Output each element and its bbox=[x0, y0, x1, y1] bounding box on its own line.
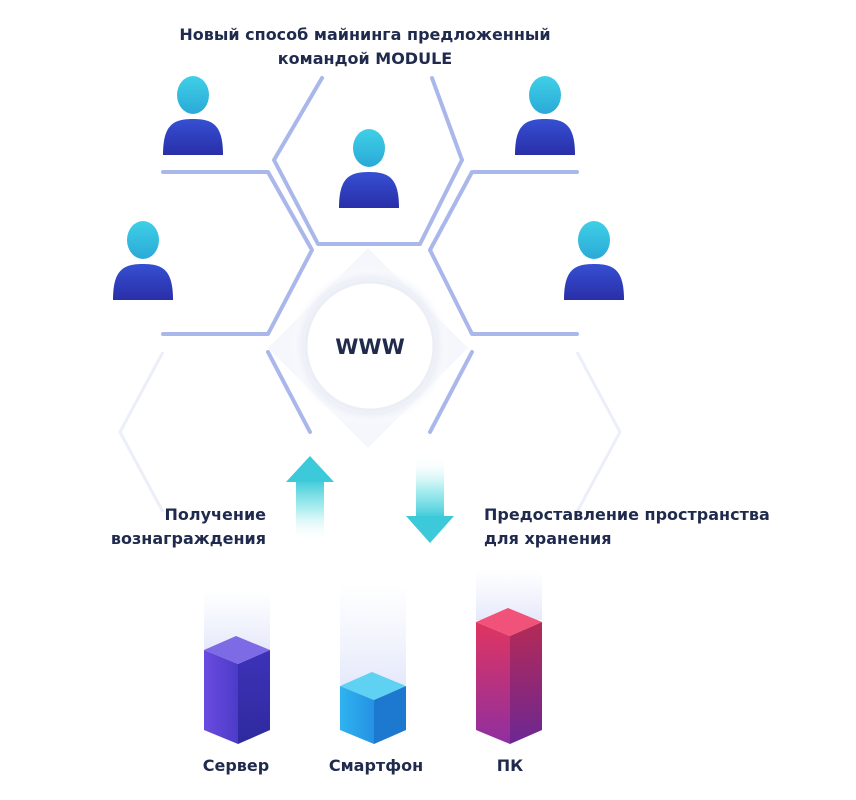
title-line-1: Новый способ майнинга предложенный bbox=[179, 25, 551, 44]
arrow-up-icon bbox=[286, 456, 334, 542]
smartphone-label: Смартфон bbox=[328, 756, 424, 775]
diagram-title: Новый способ майнинга предложенный коман… bbox=[150, 23, 580, 71]
arrow-down-icon bbox=[406, 456, 454, 543]
storage-caption: Предоставление пространства для хранения bbox=[484, 503, 804, 551]
reward-caption-line-2: вознаграждения bbox=[110, 529, 266, 548]
user-icon-top-left bbox=[163, 76, 223, 155]
reward-caption: Получение вознаграждения bbox=[96, 503, 266, 551]
center-label: WWW bbox=[335, 335, 405, 359]
user-icon-right bbox=[564, 221, 624, 300]
user-icon-left bbox=[113, 221, 173, 300]
storage-caption-line-1: Предоставление пространства bbox=[484, 505, 770, 524]
server-bar bbox=[204, 636, 270, 744]
user-icon-top-right bbox=[515, 76, 575, 155]
hex-faint-lines bbox=[118, 351, 622, 513]
title-line-2: командой MODULE bbox=[277, 49, 453, 68]
user-icon-center-top bbox=[339, 129, 399, 208]
pc-bar bbox=[476, 608, 542, 744]
hex-grid-lines bbox=[161, 76, 579, 434]
reward-caption-line-1: Получение bbox=[164, 505, 266, 524]
device-fade-columns bbox=[204, 570, 542, 685]
server-label: Сервер bbox=[202, 756, 270, 775]
storage-caption-line-2: для хранения bbox=[484, 529, 612, 548]
center-node bbox=[290, 266, 450, 426]
pc-label: ПК bbox=[496, 756, 524, 775]
smartphone-bar bbox=[340, 672, 406, 744]
